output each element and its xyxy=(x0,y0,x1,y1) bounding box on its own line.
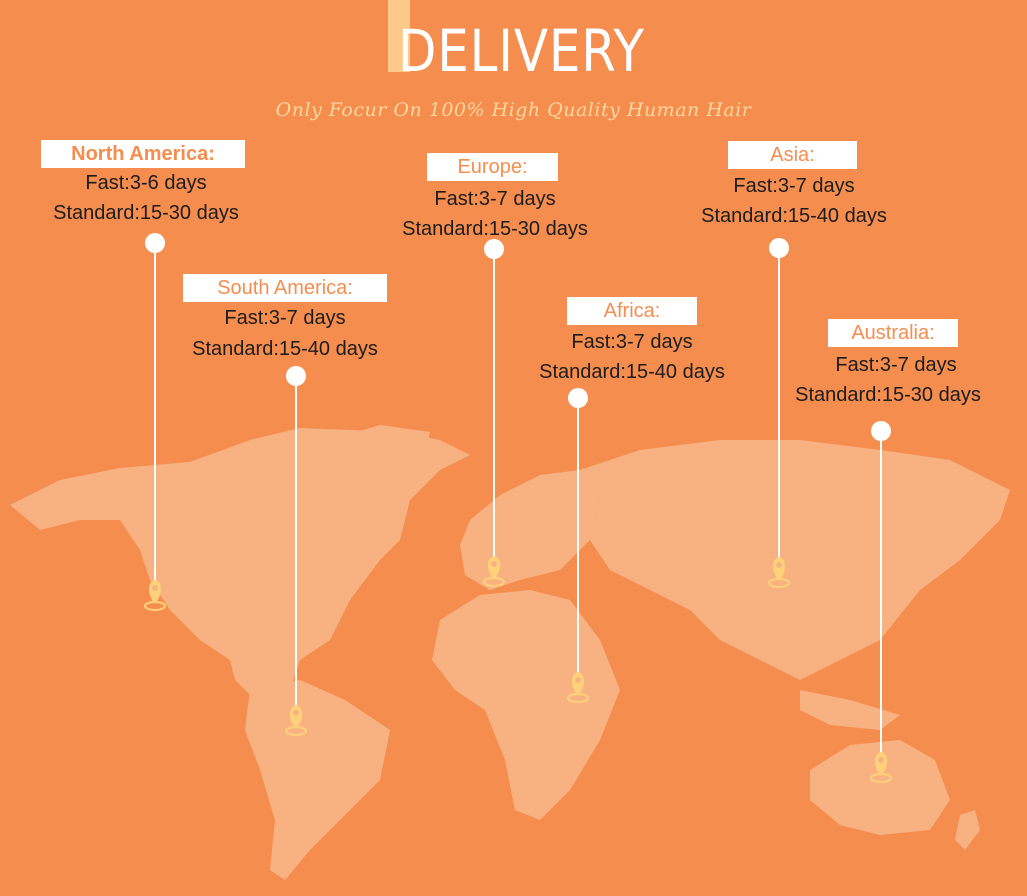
location-pin-icon xyxy=(285,704,307,736)
marker-north-america xyxy=(144,233,166,611)
region-label-asia: Asia: xyxy=(728,141,857,169)
marker-asia xyxy=(768,238,790,588)
map-se-asia xyxy=(800,690,900,730)
region-label-africa: Africa: xyxy=(567,297,697,325)
map-greenland xyxy=(330,425,430,520)
marker-australia xyxy=(870,421,892,783)
page-title: DELIVERY xyxy=(398,17,645,85)
fast-time-asia: Fast:3-7 days xyxy=(733,175,855,197)
fast-time-south-america: Fast:3-7 days xyxy=(224,307,346,329)
location-pin-icon xyxy=(567,671,589,703)
map-australia xyxy=(810,740,950,835)
fast-time-africa: Fast:3-7 days xyxy=(571,331,693,353)
region-label-europe: Europe: xyxy=(427,153,558,181)
title-accent-bar xyxy=(388,0,410,72)
fast-time-north-america: Fast:3-6 days xyxy=(85,172,207,194)
location-pin-icon xyxy=(144,579,166,611)
standard-time-europe: Standard:15-30 days xyxy=(402,218,588,240)
marker-south-america xyxy=(285,366,307,736)
location-pin-icon xyxy=(483,555,505,587)
location-pin-icon xyxy=(870,751,892,783)
standard-time-asia: Standard:15-40 days xyxy=(701,205,887,227)
map-asia xyxy=(580,440,1010,680)
fast-time-australia: Fast:3-7 days xyxy=(835,354,957,376)
fast-time-europe: Fast:3-7 days xyxy=(434,188,556,210)
standard-time-africa: Standard:15-40 days xyxy=(539,361,725,383)
map-africa xyxy=(432,590,620,820)
standard-time-south-america: Standard:15-40 days xyxy=(192,338,378,360)
page-subtitle: Only Focur On 100% High Quality Human Ha… xyxy=(275,99,752,121)
region-label-south-america: South America: xyxy=(183,274,387,302)
map-new-zealand xyxy=(955,810,980,850)
marker-africa xyxy=(567,388,589,703)
map-south-america xyxy=(245,680,390,880)
marker-europe xyxy=(483,239,505,587)
standard-time-north-america: Standard:15-30 days xyxy=(53,202,239,224)
standard-time-australia: Standard:15-30 days xyxy=(795,384,981,406)
region-label-north-america: North America: xyxy=(41,140,245,168)
location-pin-icon xyxy=(768,556,790,588)
region-label-australia: Australia: xyxy=(828,319,958,347)
